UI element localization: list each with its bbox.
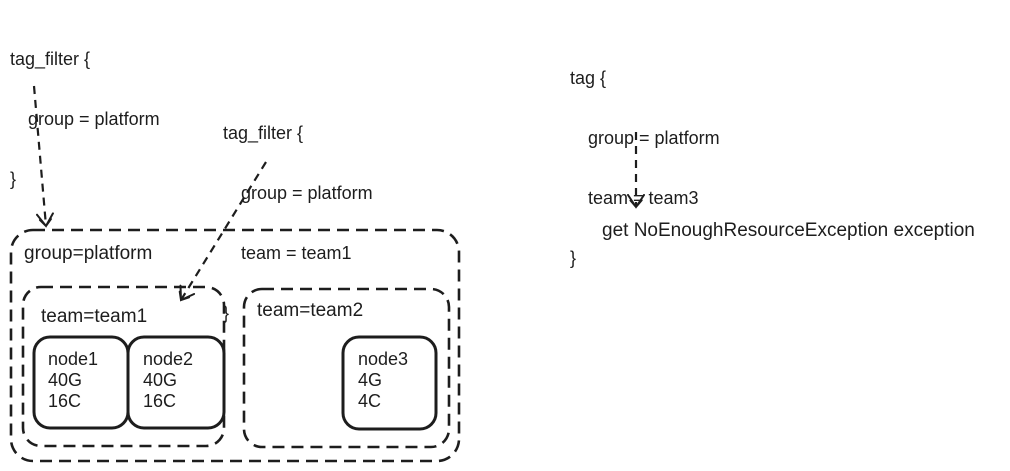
- node2-cpu: 16C: [143, 391, 177, 411]
- code-line: team = team1: [241, 243, 352, 263]
- group-platform-label: group=platform: [24, 243, 153, 264]
- team2-box: [242, 287, 451, 449]
- code-line: }: [10, 169, 17, 189]
- code-line: group = platform: [28, 109, 160, 129]
- team2-label: team=team2: [257, 300, 364, 321]
- exception-result-text: get NoEnoughResourceException exception: [602, 220, 975, 241]
- node3-memory: 4G: [358, 370, 383, 390]
- node1-text: node1 40G 16C: [48, 349, 98, 412]
- node1-memory: 40G: [48, 370, 83, 390]
- arrow-filter-group-to-platform: [32, 85, 54, 228]
- code-line: tag {: [570, 68, 607, 88]
- team1-label: team=team1: [41, 306, 148, 327]
- tag-filter-group-annotation: tag_filter { group = platform }: [10, 9, 160, 229]
- code-line: team = team3: [588, 188, 699, 208]
- group-platform-box: [9, 228, 461, 463]
- tag-filter-team1-annotation: tag_filter { group = platform team = tea…: [223, 83, 373, 363]
- node3-name: node3: [358, 349, 409, 369]
- node2-memory: 40G: [143, 370, 178, 390]
- node3-box: [341, 335, 438, 431]
- code-line: }: [223, 303, 230, 323]
- node1-cpu: 16C: [48, 391, 82, 411]
- node1-name: node1: [48, 349, 99, 369]
- node2-box: [126, 335, 226, 430]
- node3-cpu: 4C: [358, 391, 382, 411]
- code-line: group = platform: [241, 183, 373, 203]
- tag-team3-annotation: tag { group = platform team = team3 }: [570, 28, 720, 308]
- code-line: }: [570, 248, 577, 268]
- node2-name: node2: [143, 349, 194, 369]
- code-line: tag_filter {: [223, 123, 304, 143]
- code-line: group = platform: [588, 128, 720, 148]
- node3-text: node3 4G 4C: [358, 349, 408, 412]
- code-line: tag_filter {: [10, 49, 91, 69]
- node2-text: node2 40G 16C: [143, 349, 193, 412]
